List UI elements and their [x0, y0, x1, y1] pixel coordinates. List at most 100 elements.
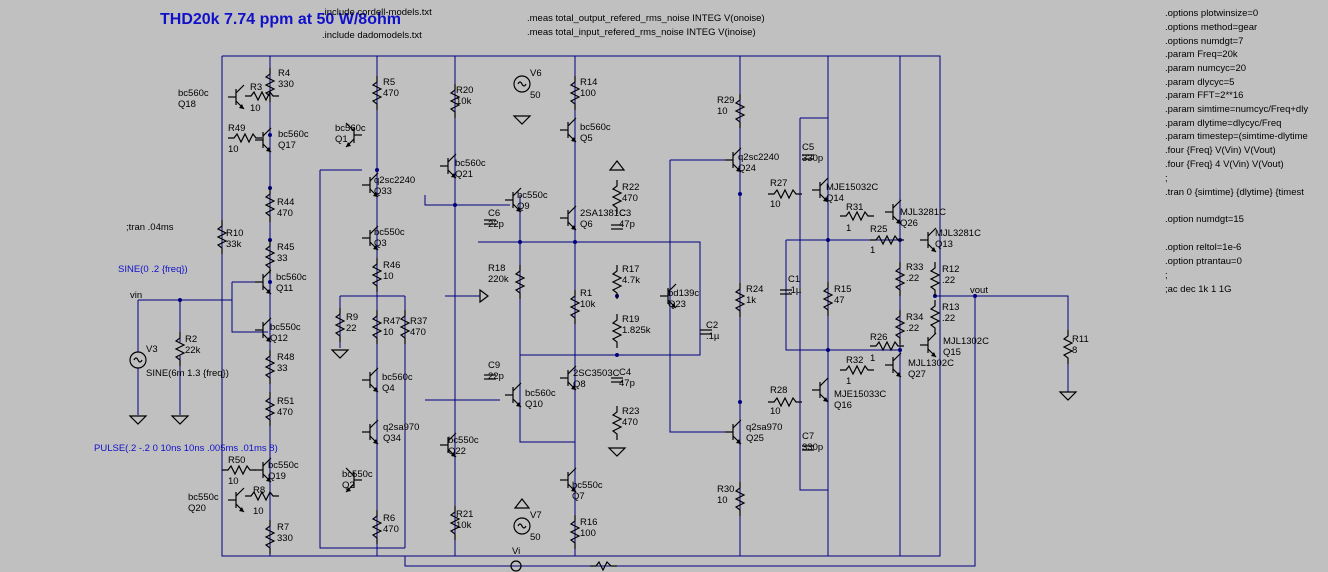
directive-line[interactable]: .option numdgt=15 [1165, 214, 1244, 225]
component-value: 47p [619, 219, 635, 230]
transistor-ref: Q33 [374, 186, 392, 197]
resistor-r13[interactable] [929, 300, 941, 334]
resistor-r7[interactable] [264, 520, 276, 554]
include-directive-2[interactable]: .include dadomodels.txt [322, 30, 422, 41]
directive-line[interactable]: .options plotwinsize=0 [1165, 8, 1258, 19]
ground-symbol [607, 447, 627, 457]
resistor-r6[interactable] [371, 510, 383, 544]
resistor-r20[interactable] [449, 84, 461, 118]
directive-line[interactable]: .four {Freq} 4 V(Vin) V(Vout) [1165, 159, 1284, 170]
resistor-r34[interactable] [894, 310, 906, 344]
resistor-r18[interactable] [514, 265, 526, 299]
component-ref: C3 [619, 208, 631, 219]
resistor-r15[interactable] [822, 282, 834, 316]
resistor-r8[interactable] [245, 490, 279, 502]
resistor-r29[interactable] [734, 94, 746, 128]
resistor-r30[interactable] [734, 482, 746, 516]
wire[interactable] [478, 241, 701, 356]
resistor-r25[interactable] [870, 234, 904, 246]
resistor-r37[interactable] [399, 310, 411, 344]
wire[interactable] [231, 282, 268, 333]
resistor-r21[interactable] [449, 506, 461, 540]
resistor-r22[interactable] [611, 180, 623, 214]
wire[interactable] [669, 160, 725, 433]
component-value: 470 [383, 524, 399, 535]
transistor-ref: Q25 [746, 433, 764, 444]
resistor-r3[interactable] [245, 90, 279, 102]
resistor-r47[interactable] [371, 310, 383, 344]
wire[interactable] [221, 55, 941, 557]
wire[interactable] [519, 195, 575, 443]
resistor-r46[interactable] [371, 258, 383, 292]
directive-line[interactable]: .option ptrantau=0 [1165, 256, 1242, 267]
sine-source-label-2[interactable]: SINE(6m 1.3 {freq}) [146, 368, 229, 379]
directive-line[interactable]: ;ac dec 1k 1 1G [1165, 284, 1232, 295]
resistor-r45[interactable] [264, 240, 276, 274]
meas-directive-2[interactable]: .meas total_input_refered_rms_noise INTE… [527, 27, 756, 38]
resistor-r44[interactable] [264, 188, 276, 222]
wire[interactable] [799, 118, 828, 491]
directive-line[interactable]: .param simtime=numcyc/Freq+dly [1165, 104, 1308, 115]
sine-source-label-1[interactable]: SINE(0 .2 {freq}) [118, 264, 188, 275]
supply-flag [513, 498, 531, 509]
resistor-r5[interactable] [371, 76, 383, 110]
voltage-source-v7[interactable] [513, 517, 531, 535]
resistor-r33[interactable] [894, 262, 906, 296]
resistor-r19[interactable] [611, 314, 623, 348]
resistor-r10[interactable] [216, 220, 228, 254]
net-label-vin[interactable]: vin [130, 290, 142, 301]
transistor-model: q2sc2240 [738, 152, 779, 163]
include-directive-1[interactable]: .include cordell-models.txt [322, 7, 432, 18]
resistor-r9[interactable] [334, 308, 346, 342]
directive-line[interactable]: .param numcyc=20 [1165, 63, 1246, 74]
directive-line[interactable]: .tran 0 {simtime} {dlytime} {timest [1165, 187, 1304, 198]
resistor-r27[interactable] [768, 188, 802, 200]
resistor-r49[interactable] [228, 132, 262, 144]
directive-line[interactable]: .param timestep=(simtime-dlytime [1165, 131, 1308, 142]
resistor-r51[interactable] [264, 392, 276, 426]
net-label-vi[interactable]: Vi [512, 546, 520, 557]
wire[interactable] [404, 296, 976, 567]
directive-line[interactable]: .option reltol=1e-6 [1165, 242, 1241, 253]
resistor-r1[interactable] [569, 290, 581, 324]
resistor-r48[interactable] [264, 350, 276, 384]
resistor-r50[interactable] [222, 464, 256, 476]
resistor-r32[interactable] [840, 364, 874, 376]
wire[interactable] [935, 295, 1069, 330]
resistor-r17[interactable] [611, 265, 623, 299]
resistor-r26[interactable] [870, 340, 904, 352]
resistor-input-series[interactable] [590, 560, 617, 572]
wire[interactable] [424, 195, 510, 206]
directive-line[interactable]: .options numdgt=7 [1165, 36, 1243, 47]
vi-source-icon[interactable] [510, 560, 522, 572]
wire[interactable] [785, 240, 900, 351]
directive-line[interactable]: .param dlycyc=5 [1165, 77, 1234, 88]
resistor-r31[interactable] [840, 210, 874, 222]
directive-line[interactable]: .options method=gear [1165, 22, 1257, 33]
resistor-r28[interactable] [768, 396, 802, 408]
directive-line[interactable]: ; [1165, 173, 1168, 184]
pulse-source-label[interactable]: PULSE(.2 -.2 0 10ns 10ns .005ms .01ms 8) [94, 443, 278, 454]
wire[interactable] [319, 170, 405, 549]
resistor-r11[interactable] [1062, 330, 1074, 364]
net-label-vout[interactable]: vout [970, 285, 988, 296]
resistor-r14[interactable] [569, 76, 581, 110]
directive-line[interactable]: .param dlytime=dlycyc/Freq [1165, 118, 1281, 129]
resistor-r16[interactable] [569, 515, 581, 549]
resistor-r24[interactable] [734, 283, 746, 317]
meas-directive-1[interactable]: .meas total_output_refered_rms_noise INT… [527, 13, 765, 24]
tran-comment[interactable]: ;tran .04ms [126, 222, 174, 233]
directive-line[interactable]: .param Freq=20k [1165, 49, 1238, 60]
directive-line[interactable]: ; [1165, 270, 1168, 281]
voltage-source-v6[interactable] [513, 75, 531, 93]
component-ref: R30 [717, 484, 734, 495]
resistor-r23[interactable] [611, 406, 623, 440]
directive-line[interactable]: .four {Freq} V(Vin) V(Vout) [1165, 145, 1276, 156]
component-ref: R11 [1072, 334, 1089, 345]
directive-line[interactable]: .param FFT=2**16 [1165, 90, 1243, 101]
spice-directives[interactable]: .options plotwinsize=0 .options method=g… [1165, 8, 1308, 295]
resistor-r12[interactable] [929, 262, 941, 296]
resistor-r2[interactable] [174, 332, 186, 366]
voltage-source-v3[interactable] [129, 351, 147, 369]
